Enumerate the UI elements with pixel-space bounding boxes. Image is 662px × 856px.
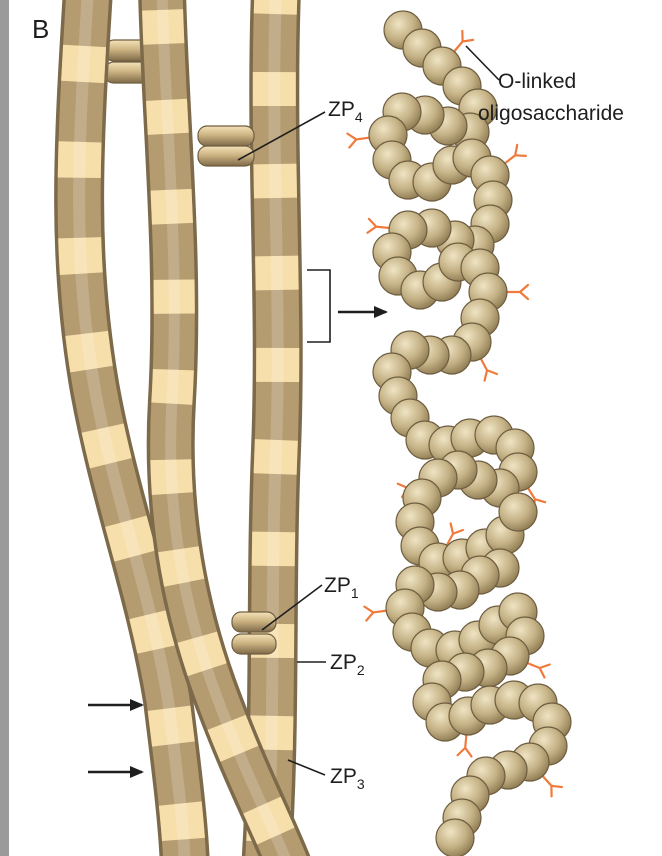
segment-bracket: [307, 270, 330, 342]
zp3-label-sub: 3: [357, 776, 365, 792]
zp3-label-main: ZP: [330, 765, 357, 788]
zp1-label-sub: 1: [351, 585, 359, 601]
zp4-label-sub: 4: [355, 109, 363, 125]
zp1-label: ZP1: [324, 574, 359, 601]
protein-bead-chain: [369, 11, 571, 856]
protein-bead: [499, 493, 537, 531]
zp3-label: ZP3: [330, 765, 365, 792]
oligo-label-line1: O-linked: [498, 70, 576, 93]
oligo-label-line2: oligosaccharide: [478, 102, 624, 125]
panel-label: B: [32, 14, 49, 44]
zp4-label-main: ZP: [328, 98, 355, 121]
crosslink-zp4: [198, 126, 254, 166]
zp2-label-main: ZP: [330, 651, 357, 674]
page-edge-shadow: [0, 0, 9, 856]
zp2-label: ZP2: [330, 651, 365, 678]
filament-zp3-right: [266, 0, 278, 856]
zp1-label-main: ZP: [324, 574, 351, 597]
zp4-label: ZP4: [328, 98, 363, 125]
protein-bead: [436, 819, 474, 856]
zp2-label-sub: 2: [357, 662, 365, 678]
